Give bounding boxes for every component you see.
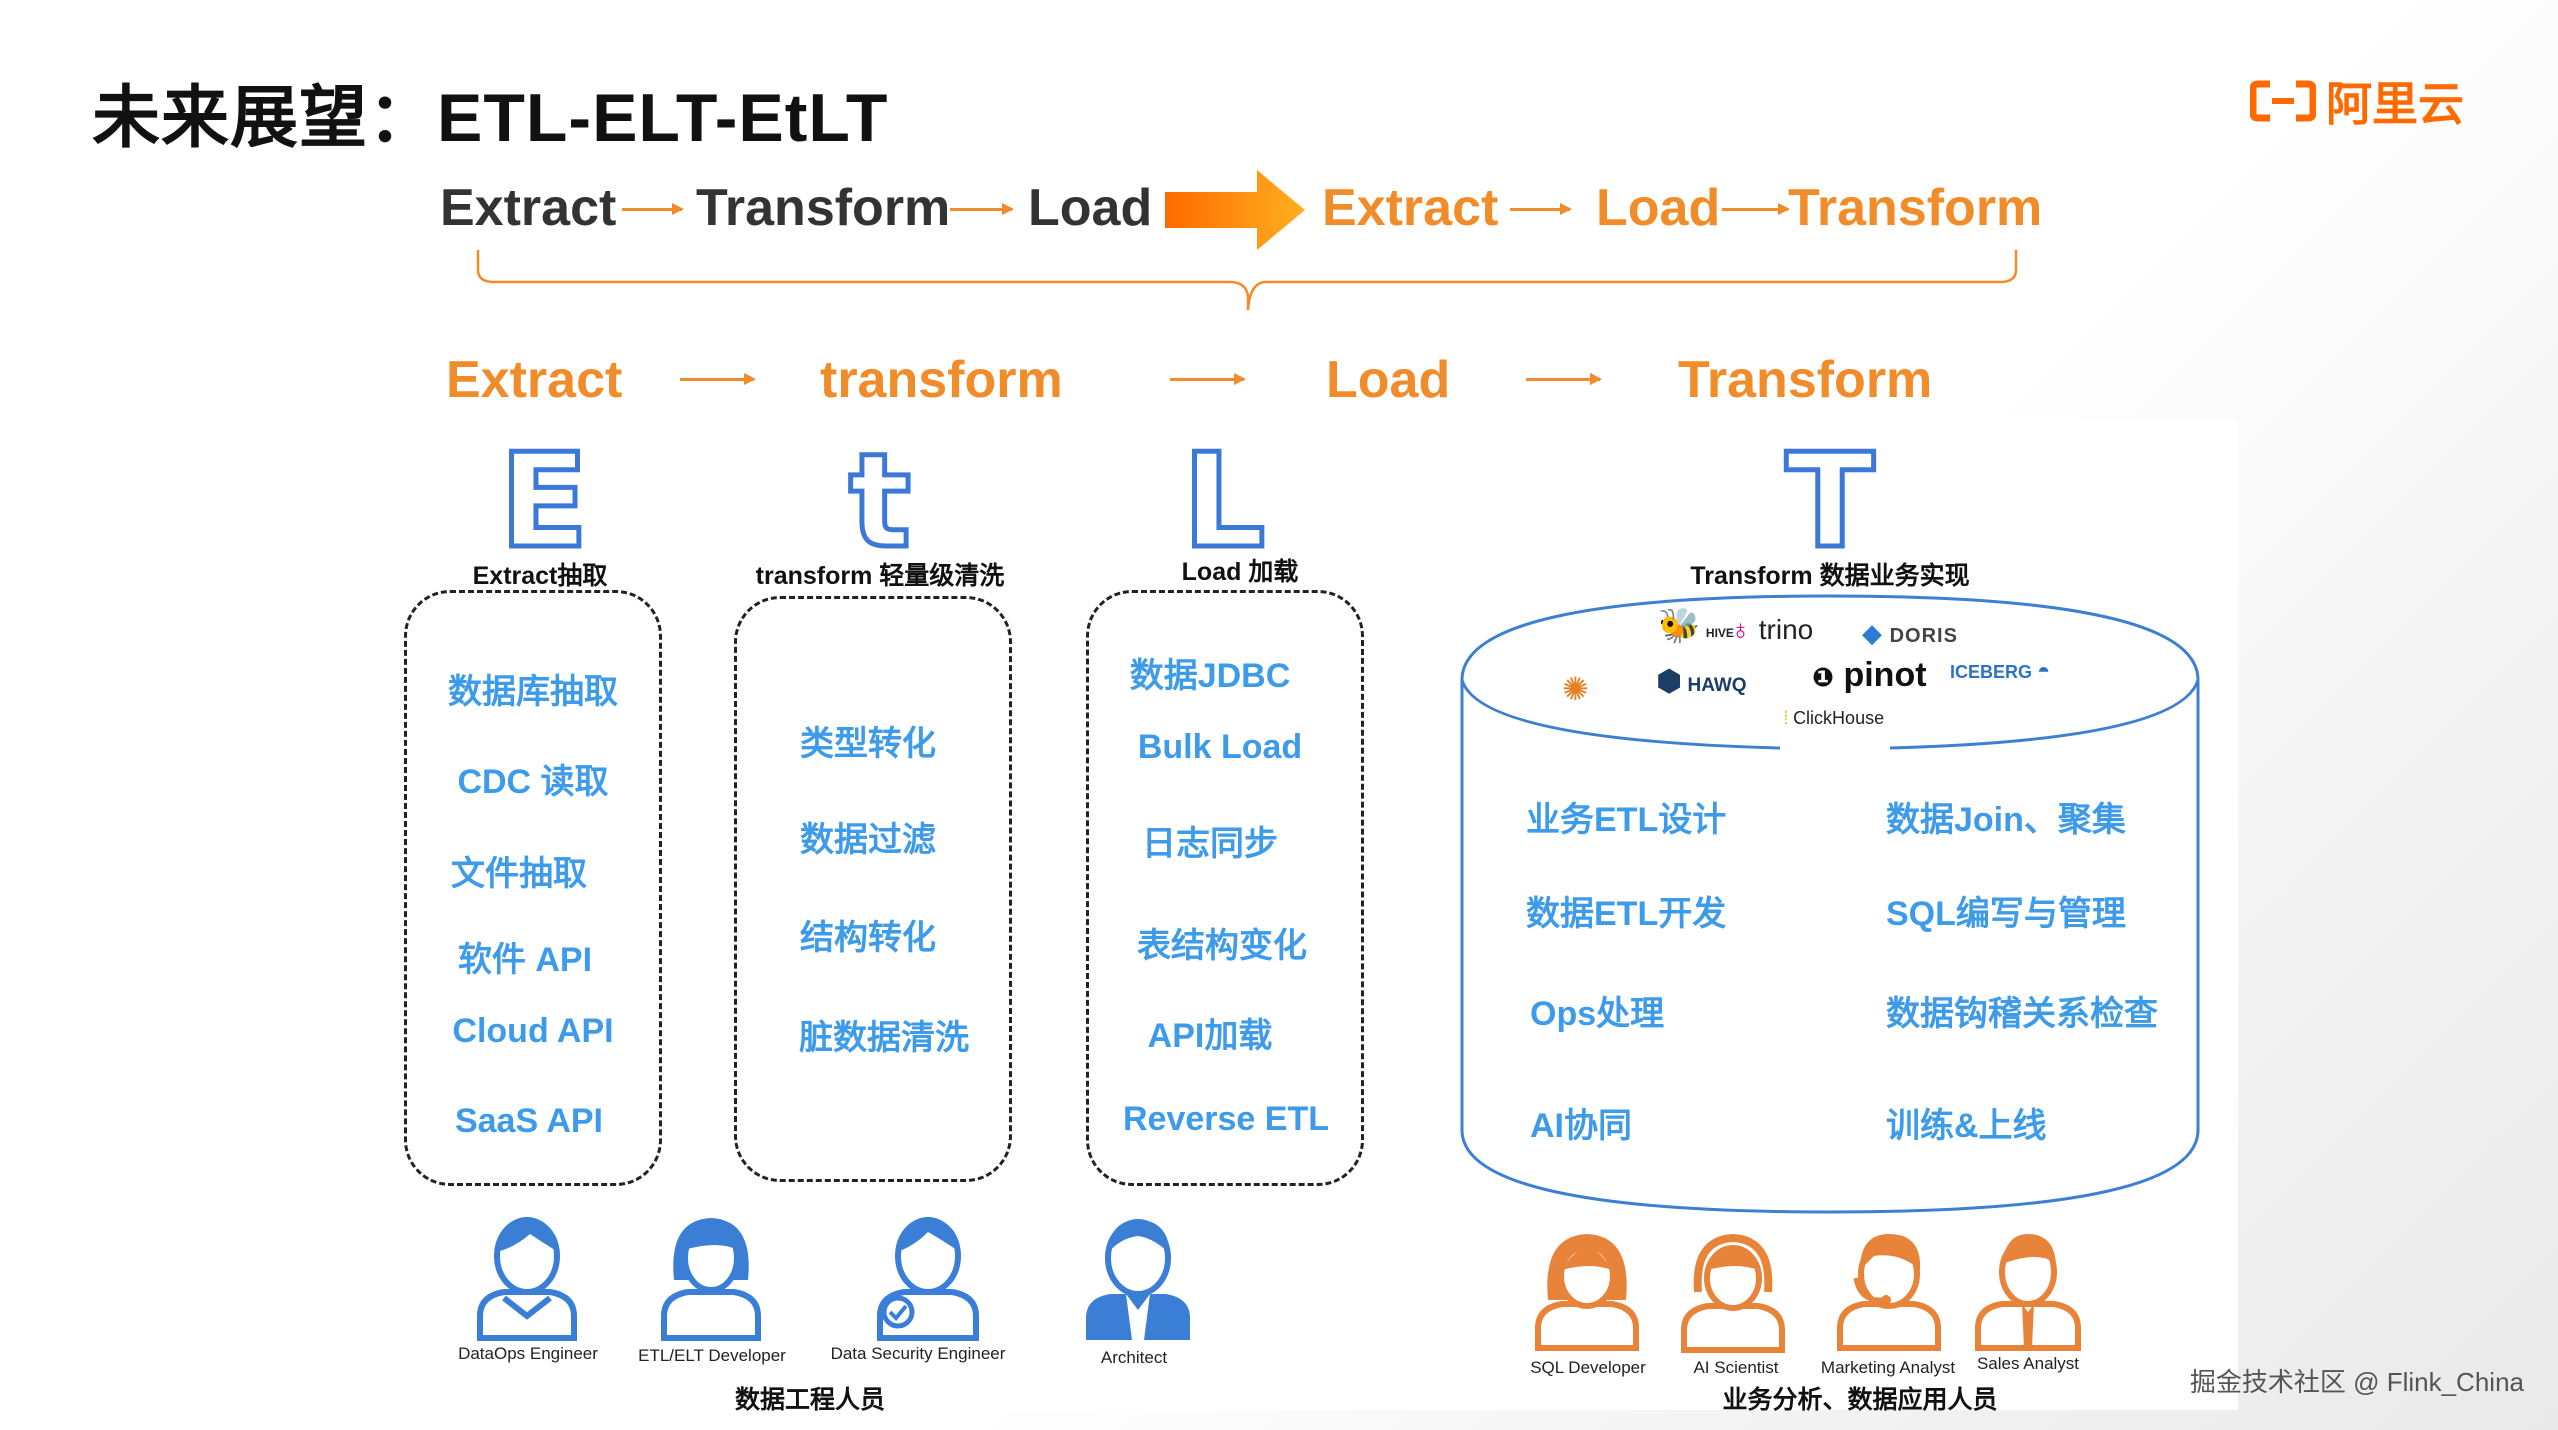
content-panel: [318, 420, 2238, 1410]
role-label: SQL Developer: [1530, 1358, 1646, 1377]
big-arrow-icon: [1165, 170, 1305, 250]
database-cylinder: [1460, 594, 2200, 1214]
extract-item: 软件 API: [457, 941, 593, 979]
role-label: Architect: [1100, 1348, 1168, 1367]
etlt-load: Load: [1326, 351, 1451, 409]
load-item: 日志同步: [1142, 825, 1278, 863]
group-label-business-analysis: 业务分析、数据应用人员: [1722, 1386, 1998, 1414]
extract-item: CDC 读取: [457, 763, 609, 801]
doris-logo: ◆ DORIS: [1862, 618, 1958, 648]
flow-right-extract: Extract: [1322, 179, 1499, 237]
etlt-transform: Transform: [1678, 351, 1933, 409]
group-label-data-engineering: 数据工程人员: [734, 1386, 885, 1414]
watermark: 掘金技术社区 @ Flink_China: [2189, 1367, 2524, 1397]
etl-elt-developer-icon: [661, 1218, 761, 1341]
flow-arrow: [622, 203, 684, 215]
etlt-transform-light: transform: [820, 351, 1063, 409]
letter-t: T: [1783, 425, 1877, 577]
hawq-logo: ⬢ HAWQ: [1656, 665, 1747, 698]
flow-right-transform: Transform: [1788, 179, 2043, 237]
caption-transform: Transform 数据业务实现: [1690, 562, 1970, 590]
letter-l: L: [1180, 425, 1268, 577]
sql-developer-icon: [1535, 1234, 1639, 1351]
iceberg-icon: ◓: [2037, 658, 2051, 683]
load-box: [1086, 590, 1364, 1186]
transform-item: 数据过滤: [800, 821, 936, 859]
caption-load: Load 加载: [1181, 558, 1299, 586]
flow-arrow: [1526, 373, 1602, 385]
hive-logo: 🐝 HIVE: [1658, 607, 1734, 645]
doris-icon: ◆: [1862, 618, 1883, 648]
extract-box: [404, 590, 662, 1186]
architect-icon: [1086, 1219, 1190, 1340]
data-security-engineer-icon: [877, 1217, 979, 1341]
iceberg-logo: ICEBERG ◓: [1950, 658, 2051, 683]
caption-transform-light: transform 轻量级清洗: [755, 562, 1005, 590]
db-item-left: 业务ETL设计: [1526, 801, 1727, 839]
brace-connector: [476, 250, 2018, 311]
load-item: 数据JDBC: [1129, 657, 1291, 695]
clickhouse-icon: ⦙: [1784, 708, 1789, 728]
role-label: Data Security Engineer: [830, 1344, 1006, 1363]
slide-title: 未来展望：ETL-ELT-EtLT: [92, 80, 889, 156]
etlt-extract: Extract: [446, 351, 623, 409]
flow-left-transform: Transform: [696, 179, 951, 237]
flow-left-extract: Extract: [440, 179, 617, 237]
flow-left-load: Load: [1028, 179, 1153, 237]
role-label: Marketing Analyst: [1820, 1358, 1956, 1377]
flow-arrow: [950, 203, 1014, 215]
caption-extract: Extract抽取: [472, 562, 608, 590]
pinot-logo: ❶ pinot: [1812, 656, 1927, 694]
db-item-right: 数据钩稽关系检查: [1886, 995, 2158, 1033]
letter-e: E: [497, 425, 591, 577]
letter-t-small: t: [846, 425, 913, 577]
trino-logo: ♁ trino: [1730, 614, 1814, 645]
transform-box: [734, 596, 1012, 1182]
sales-analyst-icon: [1975, 1234, 2081, 1351]
db-item-left: AI协同: [1530, 1107, 1632, 1145]
dataops-engineer-icon: [477, 1217, 577, 1341]
extract-item: 文件抽取: [451, 855, 587, 893]
flow-arrow: [680, 373, 756, 385]
flow-arrow: [1722, 203, 1790, 215]
transform-item: 类型转化: [800, 725, 936, 763]
flink-logo-icon: ✺: [1562, 671, 1589, 707]
pinot-icon: ❶: [1812, 662, 1835, 692]
role-label: AI Scientist: [1693, 1358, 1779, 1377]
extract-item: 数据库抽取: [448, 673, 618, 711]
db-item-right: SQL编写与管理: [1886, 895, 2126, 933]
flow-right-load: Load: [1596, 179, 1721, 237]
clickhouse-logo: ⦙ ClickHouse: [1784, 708, 1885, 728]
role-label: ETL/ELT Developer: [638, 1346, 786, 1365]
brand-logo-text: 阿里云: [2326, 78, 2464, 130]
db-item-left: 数据ETL开发: [1526, 895, 1727, 933]
db-item-right: 训练&上线: [1886, 1107, 2047, 1145]
transform-item: 脏数据清洗: [799, 1019, 969, 1057]
extract-item: SaaS API: [454, 1102, 604, 1140]
role-label: Sales Analyst: [1976, 1354, 2080, 1373]
marketing-analyst-icon: [1837, 1234, 1941, 1351]
load-item: Reverse ETL: [1123, 1100, 1329, 1138]
aliyun-logo-icon: [2250, 80, 2316, 122]
hawq-icon: ⬢: [1656, 665, 1683, 698]
load-item: Bulk Load: [1137, 728, 1303, 766]
transform-item: 结构转化: [800, 919, 936, 957]
db-item-left: Ops处理: [1530, 995, 1665, 1033]
bee-icon: 🐝: [1658, 607, 1701, 645]
db-item-right: 数据Join、聚集: [1886, 801, 2126, 839]
flow-arrow: [1170, 373, 1246, 385]
load-item: 表结构变化: [1137, 927, 1307, 965]
ai-scientist-icon: [1681, 1233, 1785, 1353]
role-label: DataOps Engineer: [458, 1344, 598, 1363]
trino-bunny-icon: ♁: [1730, 614, 1751, 645]
flow-arrow: [1510, 203, 1572, 215]
load-item: API加载: [1147, 1017, 1273, 1055]
extract-item: Cloud API: [452, 1012, 614, 1050]
brand-logo: 阿里云: [2250, 68, 2464, 134]
